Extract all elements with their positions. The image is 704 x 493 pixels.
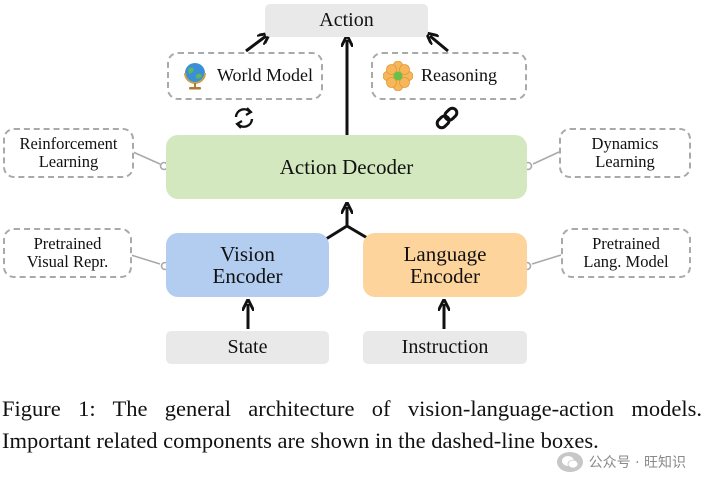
vision-encoder-line1: Vision <box>220 241 275 266</box>
rl-label-line2: Learning <box>38 152 99 171</box>
language-encoder-line1: Language <box>403 241 487 266</box>
rl-label-line1: Reinforcement <box>19 134 118 154</box>
globe-icon <box>181 61 209 91</box>
language-encoder-box: Language Encoder <box>363 233 527 297</box>
dynamics-label-line2: Learning <box>595 152 655 171</box>
vision-encoder-line2: Encoder <box>212 264 283 288</box>
reinforcement-learning-box: Reinforcement Learning <box>3 128 134 178</box>
action-decoder-box: Action Decoder <box>166 135 527 199</box>
flower-icon <box>383 61 413 91</box>
chain-link-icon <box>435 106 459 130</box>
connector-rl <box>132 151 161 165</box>
cycle-arrows-icon <box>234 107 254 129</box>
dynamics-label-line1: Dynamics <box>591 134 659 154</box>
pretrained-visual-line1: Pretrained <box>33 234 102 254</box>
dynamics-learning-box: Dynamics Learning <box>559 128 691 178</box>
pretrained-visual-line2: Visual Repr. <box>26 252 109 271</box>
language-encoder-line2: Encoder <box>410 264 480 288</box>
reasoning-label: Reasoning <box>421 65 497 86</box>
pretrained-lang-line1: Pretrained <box>592 234 660 254</box>
action-label: Action <box>319 9 374 31</box>
pretrained-lang-line2: Lang. Model <box>583 252 669 271</box>
caption-text: Figure 1: The general architecture of vi… <box>2 396 702 453</box>
pretrained-lang-box: Pretrained Lang. Model <box>561 228 691 278</box>
state-box: State <box>166 331 329 364</box>
action-decoder-label: Action Decoder <box>279 154 414 179</box>
merge-encoders <box>325 224 370 241</box>
world-model-label: World Model <box>217 65 314 86</box>
instruction-box: Instruction <box>363 331 527 364</box>
wechat-logo-icon <box>556 452 583 472</box>
vision-encoder-box: Vision Encoder <box>166 233 329 297</box>
world-model-box: World Model <box>167 52 323 100</box>
arrow-worldmodel-to-action <box>245 36 266 53</box>
watermark-text: 公众号 · 旺知识 <box>588 455 686 471</box>
instruction-label: Instruction <box>401 336 489 358</box>
action-box: Action <box>265 4 428 37</box>
connector-visual <box>130 254 161 265</box>
reasoning-box: Reasoning <box>371 52 527 100</box>
figure-caption: Figure 1: The general architecture of vi… <box>2 393 702 457</box>
pretrained-visual-box: Pretrained Visual Repr. <box>3 228 132 278</box>
connector-dynamics <box>532 151 560 165</box>
watermark: 公众号 · 旺知识 <box>556 452 686 472</box>
connector-lang <box>531 254 562 265</box>
state-label: State <box>227 336 268 358</box>
arrow-reasoning-to-action <box>430 36 449 53</box>
